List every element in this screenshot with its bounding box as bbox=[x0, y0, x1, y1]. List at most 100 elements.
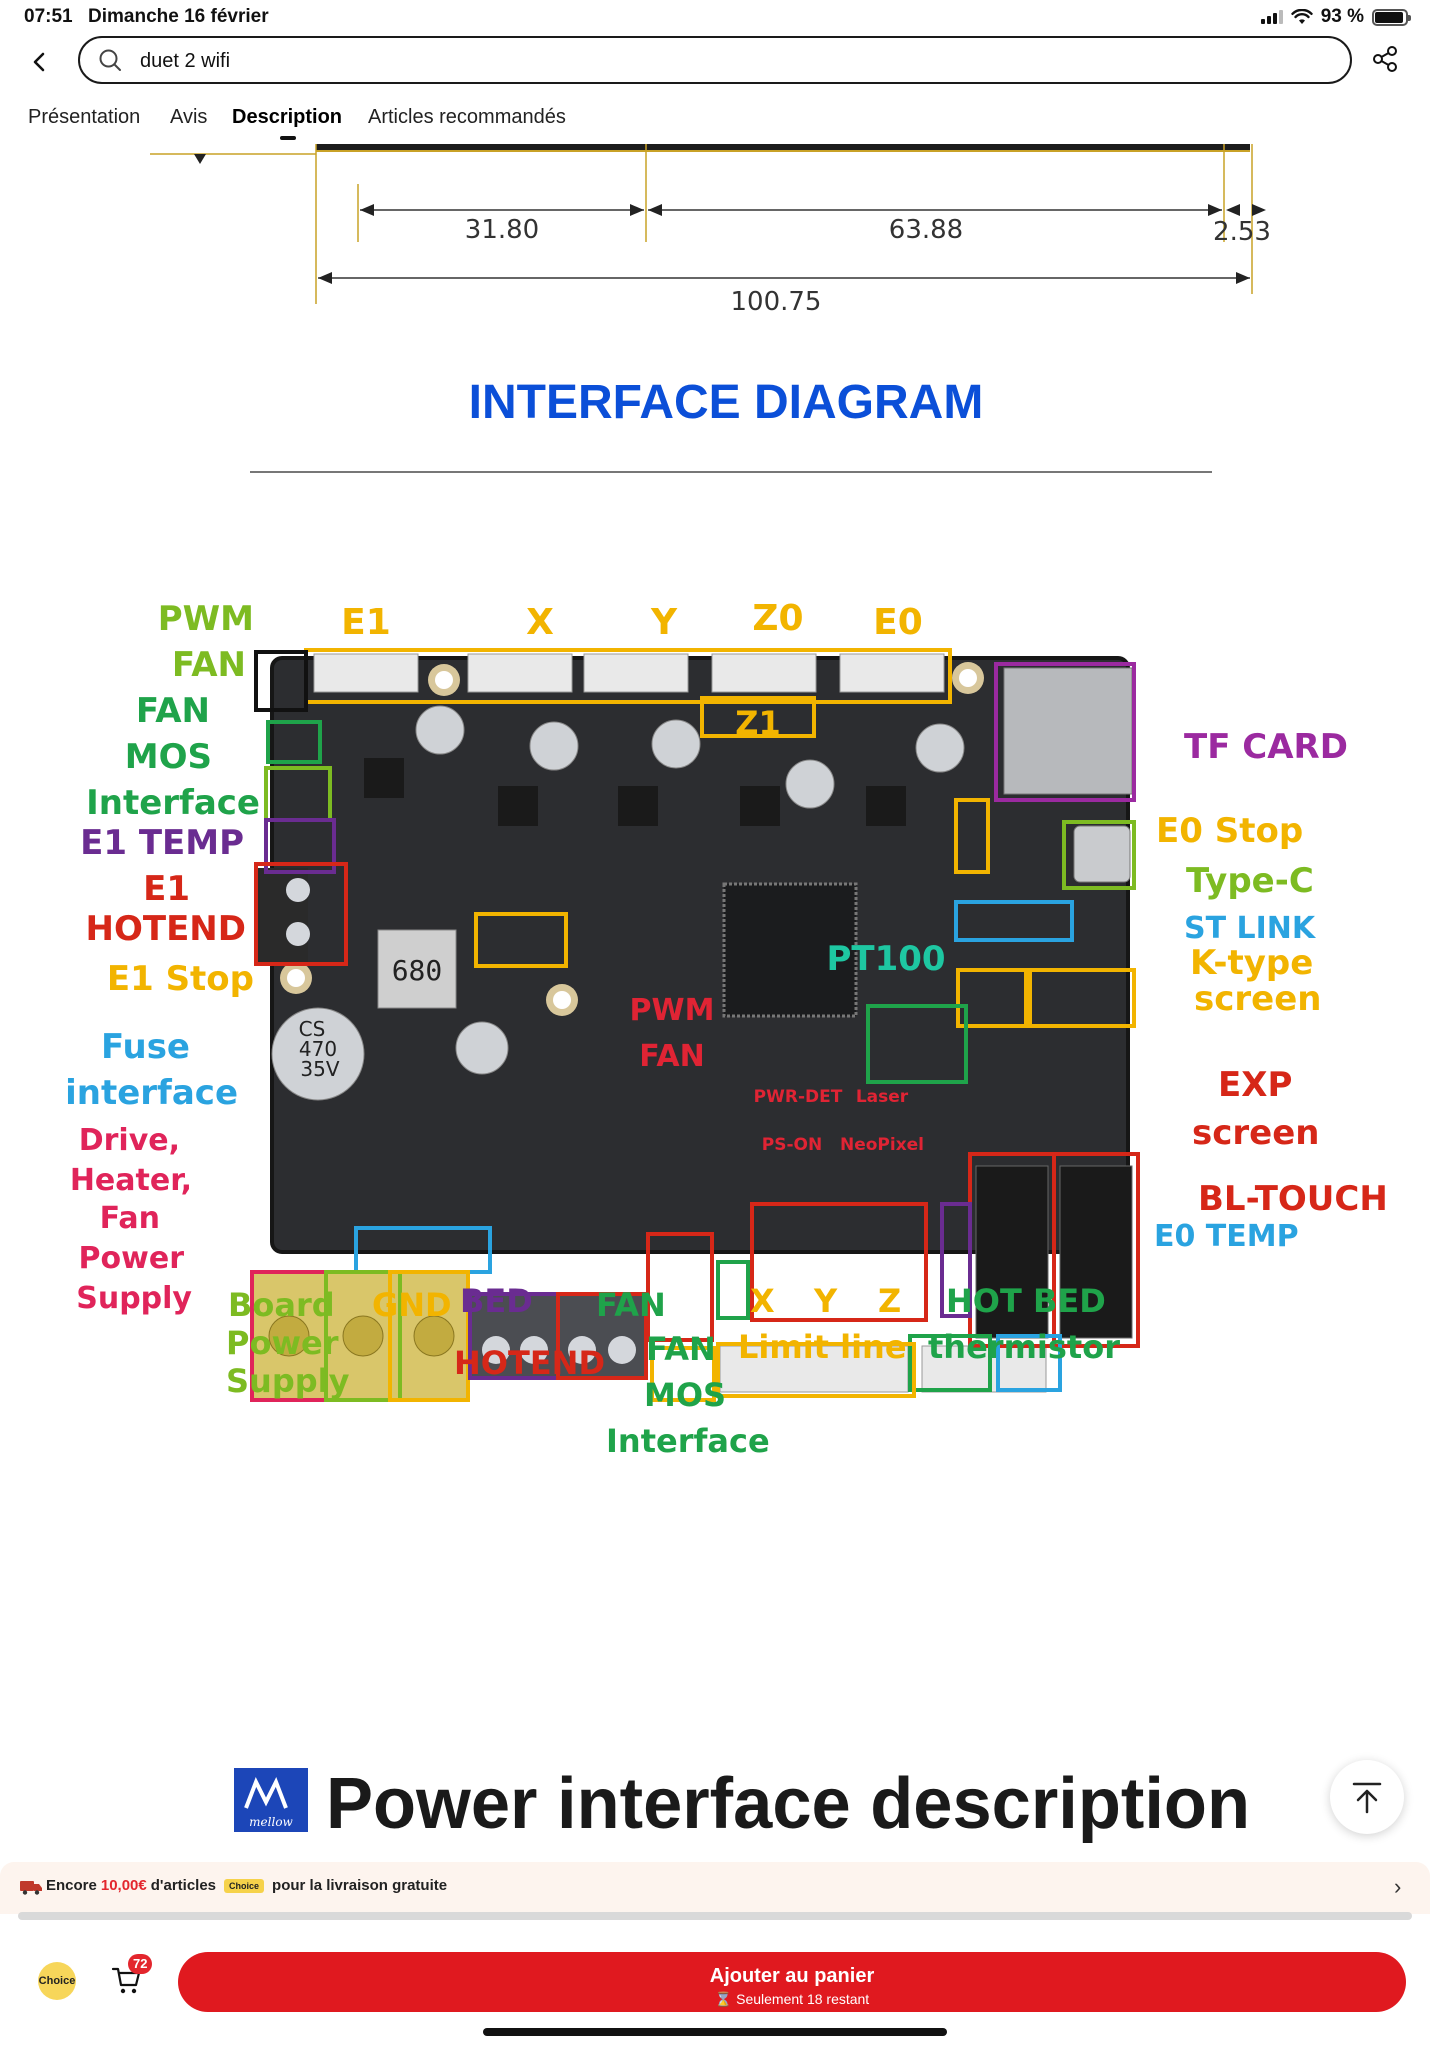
label-fan-power: Fan bbox=[100, 1201, 160, 1236]
label-e0-temp: E0 TEMP bbox=[1154, 1219, 1299, 1254]
center-fan-label: FAN bbox=[639, 1039, 704, 1074]
status-date: Dimanche 16 février bbox=[88, 6, 269, 27]
tab-articles-recommandes[interactable]: Articles recommandés bbox=[368, 106, 566, 128]
label-e1-temp: E1 TEMP bbox=[80, 823, 244, 863]
label-fan-mos-interface: Interface bbox=[606, 1422, 770, 1460]
label-exp: EXP bbox=[1218, 1065, 1292, 1105]
label-st-link: ST LINK bbox=[1184, 911, 1317, 946]
label-bl-touch: BL-TOUCH bbox=[1198, 1179, 1388, 1219]
label-board: Board bbox=[228, 1286, 335, 1324]
search-header bbox=[0, 34, 1430, 94]
shipping-suffix: pour la livraison gratuite bbox=[272, 1877, 448, 1894]
label-fan-mos-fan: FAN bbox=[646, 1330, 716, 1368]
label-limit-x: X bbox=[750, 1282, 775, 1320]
label-fuse: Fuse bbox=[101, 1027, 190, 1067]
label-heater: Heater, bbox=[70, 1163, 192, 1198]
center-labels: PWM FAN PT100 PWR-DET Laser PS-ON NeoPix… bbox=[630, 939, 946, 1155]
battery-percent: 93 % bbox=[1320, 6, 1364, 27]
chevron-left-icon bbox=[33, 52, 45, 72]
search-input[interactable] bbox=[140, 46, 1320, 76]
center-pwm-label: PWM bbox=[630, 993, 715, 1028]
label-thermistor: thermistor bbox=[928, 1328, 1120, 1366]
dimension-2-53: 2.53 bbox=[1213, 217, 1271, 247]
dimension-31-80: 31.80 bbox=[465, 215, 539, 245]
free-shipping-bar[interactable]: Encore 10,00€ d'articles Choice pour la … bbox=[0, 1862, 1430, 1914]
laser-label: Laser bbox=[856, 1087, 909, 1107]
stock-remaining: ⌛ Seulement 18 restant bbox=[714, 1991, 870, 2007]
arrow-up-icon bbox=[1352, 1782, 1382, 1814]
choice-badge[interactable]: Choice bbox=[38, 1962, 76, 2000]
description-image: 31.80 63.88 2.53 100.75 INTERFACE DIAGRA… bbox=[0, 144, 1430, 1858]
mellow-logo-text: mellow bbox=[249, 1815, 293, 1829]
z1-label: Z1 bbox=[735, 704, 780, 742]
add-to-cart-label: Ajouter au panier bbox=[709, 1965, 875, 1987]
label-bottom-hotend: HOTEND bbox=[454, 1344, 605, 1382]
highlight-boxes bbox=[250, 648, 1140, 1402]
left-labels: PWM FAN FAN MOS Interface E1 TEMP E1 HOT… bbox=[65, 599, 260, 1316]
label-tf-card: TF CARD bbox=[1184, 727, 1348, 767]
product-image: 31.80 63.88 2.53 100.75 INTERFACE DIAGRA… bbox=[65, 144, 1388, 1844]
wifi-icon bbox=[1290, 9, 1313, 24]
ps-on-label: PS-ON bbox=[762, 1135, 822, 1155]
dimension-100-75: 100.75 bbox=[731, 287, 822, 317]
back-button[interactable] bbox=[26, 48, 58, 80]
shipping-progress bbox=[18, 1912, 1412, 1920]
label-hot-bed: HOT BED bbox=[946, 1282, 1106, 1320]
pt100-label: PT100 bbox=[826, 939, 945, 979]
status-time: 07:51 bbox=[24, 6, 73, 27]
shipping-amount: 10,00€ bbox=[100, 1877, 147, 1894]
label-fan-mos: MOS bbox=[644, 1376, 726, 1414]
share-button[interactable] bbox=[1370, 44, 1402, 76]
battery-icon bbox=[1372, 8, 1411, 26]
label-mos: MOS bbox=[125, 737, 212, 777]
bottom-action-bar: Choice 72 Ajouter au panier ⌛ Seulement … bbox=[0, 1922, 1430, 2048]
truck-icon bbox=[20, 1881, 42, 1895]
cap-35v-label: 35V bbox=[300, 1057, 339, 1081]
interface-diagram-heading: INTERFACE DIAGRAM bbox=[469, 376, 984, 429]
inductor-label: 680 bbox=[392, 954, 443, 987]
label-fuse-interface: interface bbox=[65, 1073, 238, 1113]
label-e0: E0 bbox=[873, 602, 923, 643]
label-e1-stop: E1 Stop bbox=[107, 959, 254, 999]
label-x: X bbox=[526, 602, 554, 643]
scroll-to-top-button[interactable] bbox=[1330, 1760, 1404, 1834]
label-gnd: GND bbox=[372, 1286, 452, 1324]
label-e1-hotend-e1: E1 bbox=[143, 869, 190, 909]
label-k-type: K-type bbox=[1190, 943, 1313, 983]
power-interface-header: mellow Power interface description bbox=[234, 1764, 1250, 1844]
label-e0-stop: E0 Stop bbox=[1156, 811, 1303, 851]
status-bar: 07:51 Dimanche 16 février 93 % bbox=[0, 0, 1430, 34]
dimension-drawing: 31.80 63.88 2.53 100.75 bbox=[150, 144, 1271, 317]
active-tab-indicator bbox=[280, 136, 296, 140]
cart-count-badge: 72 bbox=[128, 1954, 153, 1974]
label-limit-line: Limit line bbox=[738, 1328, 907, 1366]
power-interface-title: Power interface description bbox=[326, 1764, 1250, 1844]
label-pwm: PWM bbox=[158, 599, 254, 639]
label-limit-y: Y bbox=[813, 1282, 838, 1320]
label-hotend: HOTEND bbox=[86, 909, 246, 949]
label-exp-screen: screen bbox=[1192, 1113, 1319, 1153]
tab-description[interactable]: Description bbox=[232, 106, 343, 128]
pwr-det-label: PWR-DET bbox=[754, 1087, 843, 1107]
label-e1: E1 bbox=[341, 602, 391, 643]
label-limit-z: Z bbox=[878, 1282, 901, 1320]
label-drive: Drive, bbox=[79, 1123, 180, 1158]
tab-avis[interactable]: Avis bbox=[170, 106, 208, 128]
chevron-right-icon: › bbox=[1394, 1874, 1402, 1899]
search-bar[interactable] bbox=[78, 36, 1352, 84]
label-z0: Z0 bbox=[752, 598, 803, 639]
neopixel-label: NeoPixel bbox=[840, 1135, 924, 1155]
status-right: 93 % bbox=[1260, 6, 1411, 28]
mellow-logo bbox=[234, 1768, 308, 1832]
board-illustration: 680 CS 470 35V bbox=[251, 653, 1133, 1401]
choice-tag: Choice bbox=[224, 1878, 265, 1893]
tab-presentation[interactable]: Présentation bbox=[28, 106, 141, 128]
section-tabs: Présentation Avis Description Articles r… bbox=[0, 100, 1430, 144]
label-bed: BED bbox=[460, 1282, 533, 1320]
free-shipping-text: Encore 10,00€ d'articles Choice pour la … bbox=[46, 1877, 447, 1894]
label-supply: Supply bbox=[76, 1281, 192, 1316]
shipping-prefix: Encore bbox=[46, 1877, 97, 1894]
add-to-cart-button[interactable]: Ajouter au panier ⌛ Seulement 18 restant bbox=[178, 1952, 1406, 2012]
dimension-63-88: 63.88 bbox=[889, 215, 963, 245]
home-indicator bbox=[483, 2028, 947, 2036]
